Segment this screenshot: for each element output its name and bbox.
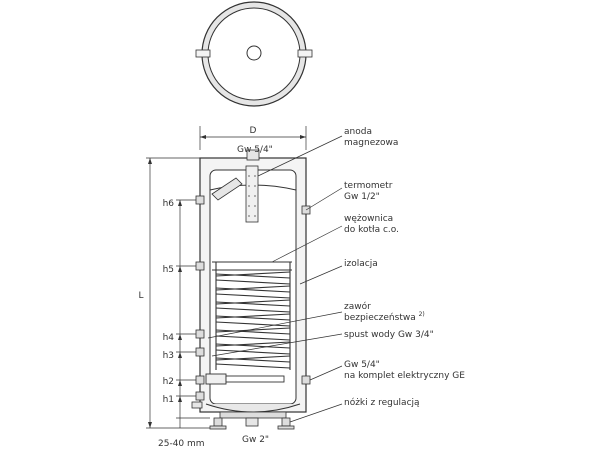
adjustable-feet (209, 417, 295, 430)
coil-label-2: do kotła c.o. (344, 225, 399, 235)
h1-label: h1 (163, 395, 174, 405)
length-label: L (138, 291, 143, 301)
feet-label: nóżki z regulacją (344, 397, 420, 408)
feet-gap-label: 25-40 mm (158, 439, 205, 449)
outlet-pipe (211, 177, 243, 201)
h5-label: h5 (163, 265, 174, 275)
h2-label: h2 (163, 377, 174, 387)
h3-label: h3 (163, 351, 174, 361)
drain-label: spust wody Gw 3/4" (344, 330, 434, 340)
top-view-left-lug (195, 49, 211, 58)
height-dimensions (146, 157, 210, 429)
insulation-label: izolacja (344, 259, 378, 269)
coil-label-1: wężownica (344, 214, 393, 224)
top-view (195, 1, 313, 107)
diameter-dimension: D (199, 126, 307, 150)
valve-label-2: bezpieczeństwa (344, 313, 416, 323)
magnesium-anode (245, 165, 259, 223)
heating-coil (212, 261, 292, 370)
left-connections (195, 195, 205, 401)
svg-text:anoda: anoda (344, 127, 372, 137)
top-view-center-port (246, 45, 262, 61)
tank (191, 149, 311, 430)
h6-label: h6 (163, 199, 175, 209)
svg-text:magnezowa: magnezowa (344, 138, 398, 148)
anode-label-2: magnezowa (344, 138, 398, 148)
electric-heater-element (205, 373, 285, 385)
diameter-label: D (250, 126, 257, 136)
thermometer-label-1: termometr (344, 181, 393, 191)
bottom-port-label: Gw 2" (242, 435, 269, 445)
anode-label-1: anoda (344, 127, 372, 137)
svg-text:bezpieczeństwa 2): bezpieczeństwa 2) (344, 311, 425, 323)
h4-label: h4 (163, 333, 175, 343)
top-port-label: Gw 5/4" (237, 145, 273, 155)
top-port-stub (246, 149, 260, 161)
safety-valve (191, 401, 203, 409)
callout-leaders (207, 135, 343, 423)
heater-label-1: Gw 5/4" (344, 360, 380, 370)
top-view-right-lug (297, 49, 313, 58)
thermometer-label-2: Gw 1/2" (344, 192, 380, 202)
valve-superscript: 2) (419, 311, 425, 318)
valve-label-1: zawór (344, 301, 371, 312)
bottom-port-stub (245, 417, 259, 427)
heater-label-2: na komplet elektryczny GE (344, 371, 465, 381)
